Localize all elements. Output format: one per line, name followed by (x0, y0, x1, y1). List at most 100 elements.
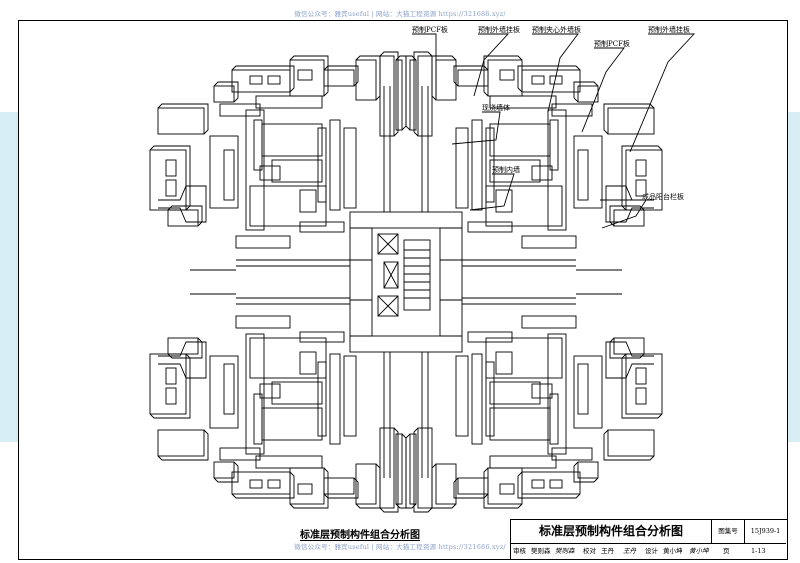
room-wall (521, 315, 577, 329)
room-wall (235, 235, 291, 249)
room-wall (455, 355, 469, 437)
panel-depth (379, 51, 399, 137)
balcony-panel (158, 185, 207, 223)
panel-depth (213, 81, 239, 103)
room-wall (255, 95, 323, 109)
room-wall (531, 165, 553, 181)
precast-panel (613, 337, 645, 355)
room-wall (219, 103, 261, 117)
panel-depth (517, 65, 581, 93)
room-wall (245, 333, 265, 455)
precast-panel (521, 471, 581, 495)
designer-signature: 黄小坤 (689, 547, 709, 555)
window-opening (531, 479, 545, 489)
precast-panel (577, 461, 599, 479)
reviewer-signature: 樊则森 (555, 547, 575, 555)
room-wall (495, 351, 513, 375)
panel-depth (517, 471, 581, 499)
balcony-panel (605, 341, 654, 379)
quadrant-br (405, 315, 663, 513)
room-wall (259, 383, 281, 399)
room-wall (343, 127, 357, 209)
precast-panel (435, 59, 457, 101)
quadrant-tr (405, 51, 663, 249)
precast-panel (417, 55, 433, 137)
label-precast-balcony-panel: 成品阳台栏板 (642, 193, 684, 201)
balcony-panel (158, 341, 207, 379)
reviewer-name: 樊则森 (531, 547, 551, 555)
panel-depth (573, 461, 599, 483)
window-opening (531, 75, 545, 85)
room-wall (471, 119, 483, 211)
room-wall (255, 455, 323, 469)
window-opening (165, 367, 177, 385)
label-precast-pcf-board-2: 预制PCF板 (594, 40, 630, 48)
room-wall (261, 123, 323, 157)
room-wall (235, 315, 291, 329)
panel-depth (413, 51, 433, 137)
panel-depth (405, 433, 417, 509)
label-pcf-board: 预制PCF板 (412, 26, 448, 34)
room-wall (489, 381, 541, 405)
room-wall (209, 355, 239, 429)
precast-panel (213, 85, 235, 103)
room-wall (549, 393, 559, 445)
panel-depth (483, 55, 523, 97)
panel-depth (395, 55, 407, 131)
precast-panel (487, 59, 523, 97)
panel-depth (231, 471, 295, 499)
precast-panel (289, 59, 325, 97)
precast-panel (289, 467, 325, 505)
precast-panel (607, 107, 655, 135)
label-precast-inner-wall: 预制内墙 (492, 166, 520, 174)
precast-panel (607, 429, 655, 457)
precast-panel (323, 477, 355, 495)
room-wall (245, 109, 265, 231)
window-opening (165, 179, 177, 197)
precast-panel (457, 69, 489, 87)
label-precast-ext-wall-panel-1: 预制外墙挂板 (478, 26, 520, 34)
room-wall (299, 331, 345, 343)
panel-depth (157, 429, 209, 461)
room-wall (455, 127, 469, 209)
panel-depth (603, 429, 655, 461)
room-wall (329, 119, 341, 211)
room-wall (489, 95, 557, 109)
room-wall (223, 363, 235, 415)
room-wall (521, 235, 577, 249)
panel-depth (621, 145, 663, 211)
room-wall (489, 159, 541, 183)
precast-panel (167, 209, 199, 227)
panel-depth (167, 205, 203, 227)
room-wall (253, 393, 263, 445)
precast-panel (521, 69, 581, 93)
design-label: 设计 (645, 547, 658, 555)
room-wall (577, 149, 589, 201)
panel-depth (289, 55, 329, 97)
atlas-no-label: 图集号 (712, 520, 745, 544)
precast-panel (213, 461, 235, 479)
room-wall (485, 337, 563, 379)
room-wall (223, 149, 235, 201)
quadrant-tl (149, 51, 407, 249)
panel-depth (453, 477, 489, 499)
window-opening (635, 387, 647, 405)
room-wall (471, 353, 483, 445)
label-cast-in-place-wall: 现浇墙体 (482, 104, 510, 112)
room-wall (329, 353, 341, 445)
room-wall (551, 447, 593, 461)
window-opening (165, 159, 177, 177)
label-precast-sandwich-panel: 预制夹心外墙板 (532, 26, 581, 34)
drawing-sheet (18, 20, 788, 560)
panel-depth (323, 65, 359, 87)
precast-panel (167, 337, 199, 355)
panel-depth (603, 103, 655, 135)
window-opening (297, 483, 313, 495)
checker-name: 王丹 (601, 547, 614, 555)
window-opening (267, 479, 281, 489)
precast-panel (395, 59, 403, 131)
panel-depth (413, 427, 433, 513)
room-wall (299, 189, 317, 213)
room-wall (317, 127, 327, 203)
panel-depth (573, 81, 599, 103)
